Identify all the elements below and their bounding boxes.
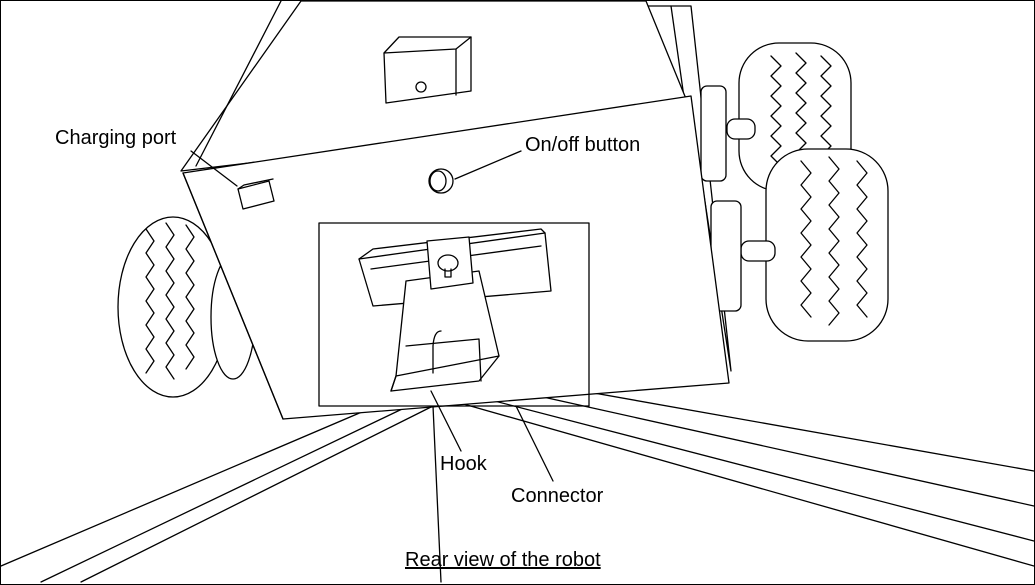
connector-leader-line bbox=[516, 406, 553, 481]
on-off-button bbox=[429, 169, 453, 193]
right-lower-wheel bbox=[766, 149, 888, 341]
on-off-button-label: On/off button bbox=[525, 135, 640, 155]
charging-port-label: Charging port bbox=[55, 128, 176, 148]
connector-label: Connector bbox=[511, 486, 603, 506]
hook-label: Hook bbox=[440, 454, 487, 474]
diagram-caption: Rear view of the robot bbox=[405, 550, 601, 570]
hook-latch bbox=[427, 237, 473, 289]
top-sensor-box bbox=[384, 37, 471, 103]
